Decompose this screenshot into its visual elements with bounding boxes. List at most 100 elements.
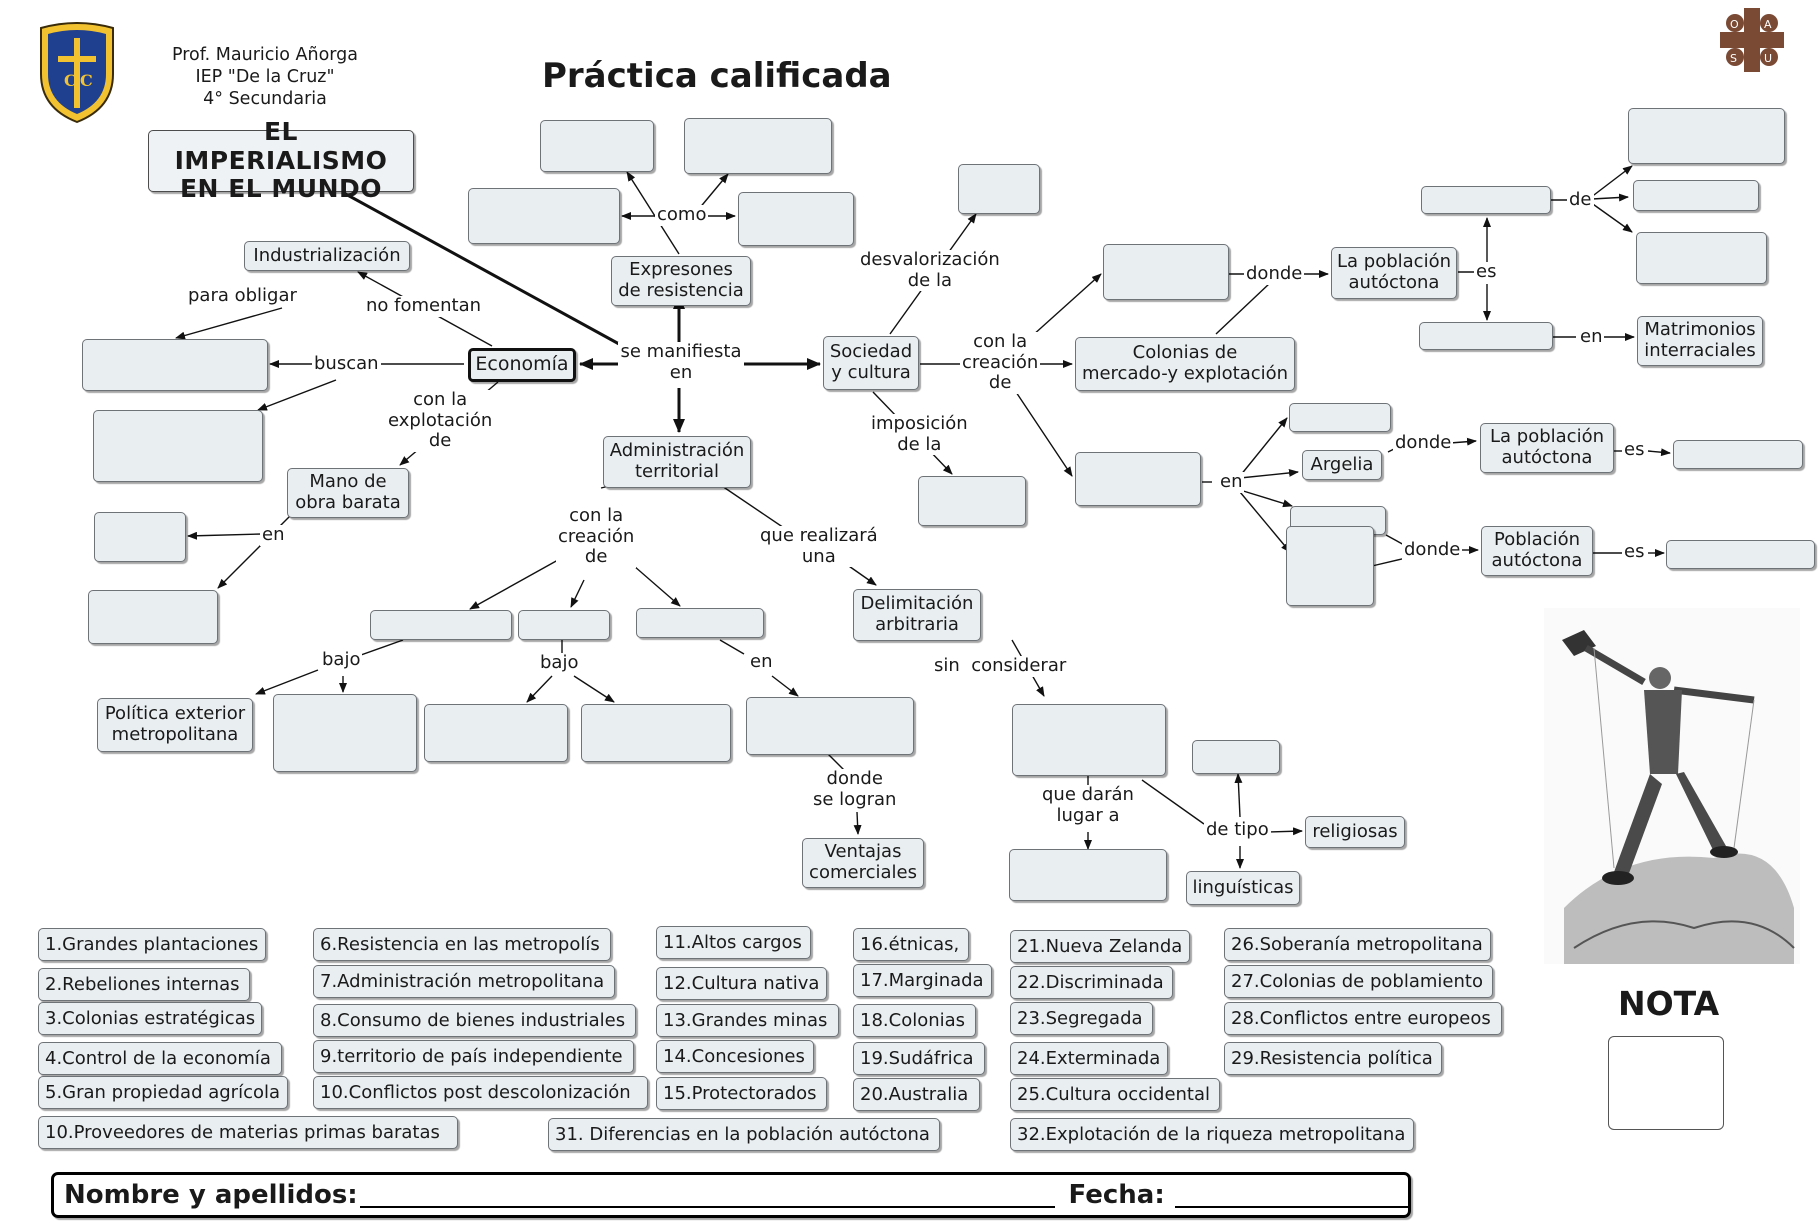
- date-field[interactable]: [1174, 1182, 1408, 1208]
- option-item: 12.Cultura nativa: [656, 967, 827, 1000]
- option-item: 10.Conflictos post descolonización: [313, 1076, 648, 1109]
- answer-box[interactable]: [958, 164, 1040, 214]
- link-bajo: bajo: [320, 649, 363, 671]
- answer-box[interactable]: [1628, 108, 1785, 164]
- node-administracion-territorial: Administración territorial: [603, 436, 751, 488]
- node-mano-de-obra: Mano de obra barata: [287, 468, 409, 518]
- answer-box[interactable]: [468, 188, 620, 244]
- answer-box[interactable]: [1633, 180, 1759, 211]
- option-item: 25.Cultura occidental: [1010, 1078, 1220, 1111]
- svg-text:O: O: [1730, 18, 1739, 31]
- answer-box[interactable]: [94, 512, 186, 562]
- link-es: es: [1622, 439, 1647, 461]
- node-colonias-mercado: Colonias de mercado-y explotación: [1075, 337, 1295, 391]
- page-title: Práctica calificada: [542, 56, 892, 96]
- node-poblacion-autoctona-2: La población autóctona: [1480, 423, 1614, 473]
- answer-box[interactable]: [746, 697, 914, 755]
- link-que-realizara: que realizará una: [758, 525, 880, 568]
- answer-box[interactable]: [636, 608, 764, 638]
- link-es: es: [1622, 541, 1647, 563]
- answer-box[interactable]: [1636, 232, 1767, 284]
- node-ventajas-comerciales: Ventajas comerciales: [802, 838, 924, 888]
- answer-box[interactable]: [1103, 244, 1229, 300]
- node-sociedad-cultura: Sociedad y cultura: [823, 336, 919, 390]
- option-item: 15.Protectorados: [656, 1077, 827, 1110]
- answer-box[interactable]: [1289, 403, 1391, 432]
- answer-box[interactable]: [581, 704, 731, 762]
- answer-box[interactable]: [540, 120, 654, 172]
- option-item: 18.Colonias: [853, 1004, 976, 1037]
- center-link-label: se manifiesta en: [618, 341, 744, 384]
- answer-box[interactable]: [1009, 849, 1167, 901]
- link-desvalorizacion: desvalorización de la: [858, 249, 1002, 292]
- node-poblacion-autoctona-1: La población autóctona: [1331, 247, 1457, 299]
- link-en: en: [1578, 326, 1605, 348]
- author-info: Prof. Mauricio Añorga IEP "De la Cruz" 4…: [150, 44, 380, 110]
- option-item: 28.Conflictos entre europeos: [1224, 1002, 1502, 1035]
- student-info-bar: Nombre y apellidos: Fecha:: [51, 1172, 1411, 1218]
- answer-box[interactable]: [93, 410, 263, 482]
- link-con-la-explotacion: con la explotación de: [386, 389, 495, 453]
- node-expresiones-resistencia: Expresones de resistencia: [611, 256, 751, 306]
- option-item: 8.Consumo de bienes industriales: [313, 1004, 636, 1037]
- answer-box[interactable]: [82, 339, 268, 391]
- answer-box[interactable]: [424, 704, 568, 762]
- link-bajo: bajo: [538, 652, 581, 674]
- link-es: es: [1474, 261, 1499, 283]
- option-item: 21.Nueva Zelanda: [1010, 930, 1190, 963]
- grade-label: NOTA: [1618, 984, 1720, 1023]
- school-seal-logo: O A S U: [1719, 7, 1785, 73]
- answer-box[interactable]: [918, 476, 1026, 526]
- svg-text:S: S: [1730, 52, 1737, 65]
- answer-box[interactable]: [273, 694, 417, 772]
- answer-box[interactable]: [684, 118, 832, 174]
- answer-box[interactable]: [370, 610, 512, 640]
- answer-box[interactable]: [738, 192, 854, 246]
- answer-box[interactable]: [1673, 440, 1803, 469]
- option-item: 31. Diferencias en la población autócton…: [548, 1118, 940, 1151]
- link-para-obligar: para obligar: [186, 285, 299, 307]
- answer-box[interactable]: [1419, 322, 1553, 350]
- answer-box[interactable]: [1421, 186, 1551, 214]
- answer-box[interactable]: [1192, 740, 1280, 774]
- option-item: 19.Sudáfrica: [853, 1042, 985, 1075]
- option-item: 10.Proveedores de materias primas barata…: [38, 1116, 458, 1149]
- name-label: Nombre y apellidos:: [64, 1180, 358, 1210]
- option-item: 14.Concesiones: [656, 1040, 814, 1073]
- link-en: en: [260, 524, 287, 546]
- link-imposicion: imposición de la: [869, 413, 970, 456]
- node-religiosas: religiosas: [1305, 816, 1405, 848]
- link-donde: donde: [1244, 263, 1305, 285]
- option-item: 32.Explotación de la riqueza metropolita…: [1010, 1118, 1414, 1151]
- link-que-daran: que darán lugar a: [1040, 784, 1136, 827]
- answer-box[interactable]: [88, 590, 218, 644]
- answer-box[interactable]: [518, 610, 610, 640]
- node-linguisticas: linguísticas: [1186, 871, 1300, 905]
- topic-line-2: EN EL MUNDO: [179, 174, 383, 204]
- link-en: en: [1218, 471, 1245, 493]
- link-como: como: [655, 204, 709, 226]
- option-item: 3.Colonias estratégicas: [38, 1002, 262, 1035]
- svg-text:U: U: [1764, 52, 1772, 65]
- answer-box[interactable]: [1666, 540, 1815, 569]
- node-poblacion-autoctona-3: Población autóctona: [1481, 526, 1593, 576]
- svg-text:A: A: [1764, 18, 1772, 31]
- option-item: 13.Grandes minas: [656, 1004, 839, 1037]
- node-matrimonios-interraciales: Matrimonios interraciales: [1637, 316, 1763, 366]
- option-item: 1.Grandes plantaciones: [38, 928, 266, 961]
- answer-box[interactable]: [1286, 526, 1374, 606]
- answer-box[interactable]: [1012, 704, 1166, 776]
- option-item: 16.étnicas,: [853, 928, 969, 961]
- svg-text:C: C: [80, 71, 93, 90]
- school-crest-logo: C C: [40, 22, 114, 124]
- grade-level: 4° Secundaria: [203, 89, 327, 109]
- option-item: 11.Altos cargos: [656, 926, 811, 959]
- option-item: 26.Soberanía metropolitana: [1224, 928, 1491, 961]
- answer-box[interactable]: [1075, 452, 1201, 506]
- link-con-la-creacion: con la creación de: [556, 505, 637, 569]
- option-item: 5.Gran propiedad agrícola: [38, 1076, 288, 1109]
- grade-box[interactable]: [1608, 1036, 1724, 1130]
- node-industrializacion: Industrialización: [244, 241, 410, 271]
- name-field[interactable]: [359, 1182, 1055, 1208]
